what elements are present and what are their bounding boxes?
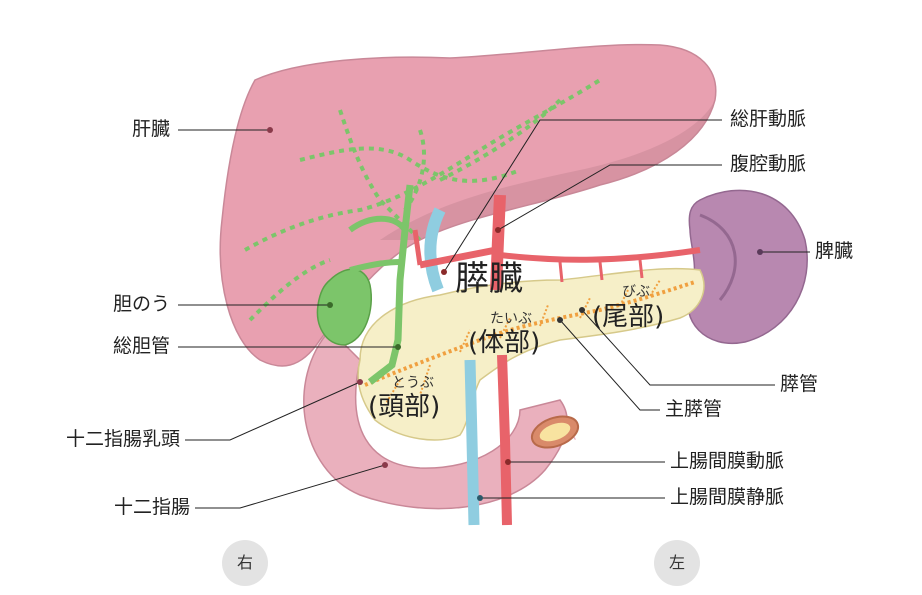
gallbladder <box>316 268 372 346</box>
arteries <box>412 194 701 526</box>
reading-head: とうぶ <box>392 375 434 391</box>
common-bile-duct <box>348 184 414 385</box>
orientation-left-badge: 左 <box>654 540 700 586</box>
label-common-bile-duct: 総胆管 <box>112 335 170 357</box>
label-liver: 肝臓 <box>131 118 170 140</box>
label-duodenal-papilla: 十二指腸乳頭 <box>65 428 180 450</box>
reading-body: たいぶ <box>490 311 532 327</box>
pancreas <box>357 267 705 441</box>
label-pancreas: 膵臓 <box>455 259 523 299</box>
label-pancreas-tail: (尾部) <box>592 302 665 332</box>
superior-mesenteric-vein <box>424 207 480 526</box>
spleen <box>687 189 808 345</box>
label-superior-mesenteric-vein: 上腸間膜静脈 <box>670 486 785 508</box>
label-gallbladder: 胆のう <box>112 293 170 315</box>
label-celiac-artery: 腹腔動脈 <box>730 153 807 175</box>
label-superior-mesenteric-artery: 上腸間膜動脈 <box>670 450 785 472</box>
label-common-hepatic-artery: 総肝動脈 <box>730 108 807 130</box>
reading-tail: びぶ <box>622 284 650 300</box>
leader-lines <box>178 119 810 509</box>
label-main-pancreatic-duct: 主膵管 <box>665 398 723 420</box>
label-pancreas-head: (頭部) <box>368 392 441 422</box>
label-duodenum: 十二指腸 <box>113 496 190 518</box>
label-pancreas-body: (体部) <box>468 328 541 358</box>
label-pancreatic-duct: 膵管 <box>780 373 819 395</box>
label-spleen: 脾臓 <box>815 240 854 262</box>
orientation-right-badge: 右 <box>222 540 268 586</box>
